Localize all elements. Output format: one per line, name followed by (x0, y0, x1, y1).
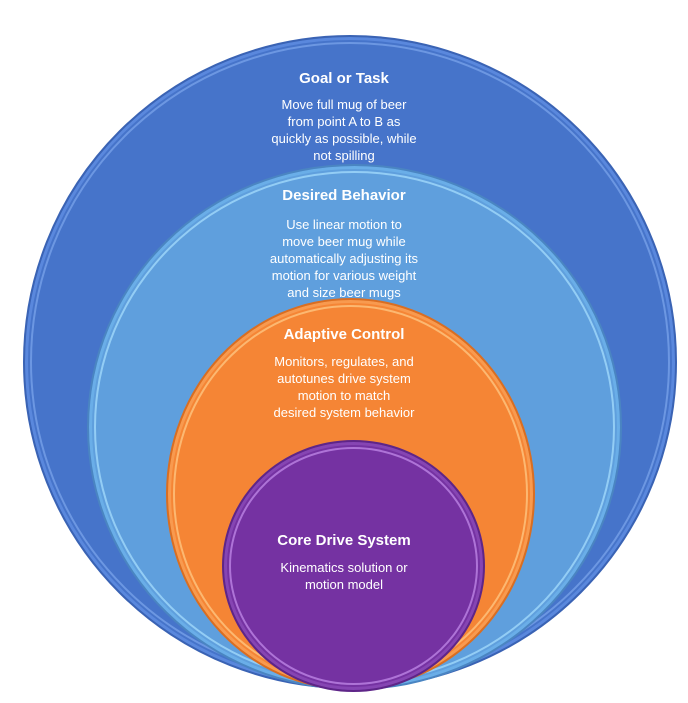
desired-behavior-description: Use linear motion to move beer mug while… (0, 216, 688, 301)
adaptive-control-description: Monitors, regulates, and autotunes drive… (0, 353, 688, 421)
desired-desc-line: motion for various weight (271, 268, 417, 283)
core-desc-line: Kinematics solution or (280, 560, 408, 575)
goal-or-task-description: Move full mug of beer from point A to B … (0, 96, 688, 164)
desired-behavior-title: Desired Behavior (282, 187, 406, 204)
goal-or-task-title: Goal or Task (299, 70, 389, 87)
adaptive-desc-line: desired system behavior (273, 405, 415, 420)
desired-desc-line: automatically adjusting its (269, 251, 419, 266)
adaptive-desc-line: Monitors, regulates, and (274, 354, 414, 369)
goal-desc-line: quickly as possible, while (271, 131, 417, 146)
adaptive-control-title: Adaptive Control (283, 326, 405, 343)
desired-desc-line: and size beer mugs (287, 285, 401, 300)
core-drive-system-circle (222, 440, 485, 692)
core-drive-system-description: Kinematics solution or motion model (0, 559, 688, 593)
goal-desc-line: Move full mug of beer (281, 97, 407, 112)
core-desc-line: motion model (304, 577, 384, 592)
desired-desc-line: move beer mug while (282, 234, 406, 249)
adaptive-desc-line: autotunes drive system (277, 371, 411, 386)
desired-desc-line: Use linear motion to (286, 217, 402, 232)
goal-desc-line: not spilling (313, 148, 375, 163)
core-drive-system-title: Core Drive System (277, 532, 411, 549)
goal-desc-line: from point A to B as (287, 114, 401, 129)
adaptive-desc-line: motion to match (297, 388, 391, 403)
